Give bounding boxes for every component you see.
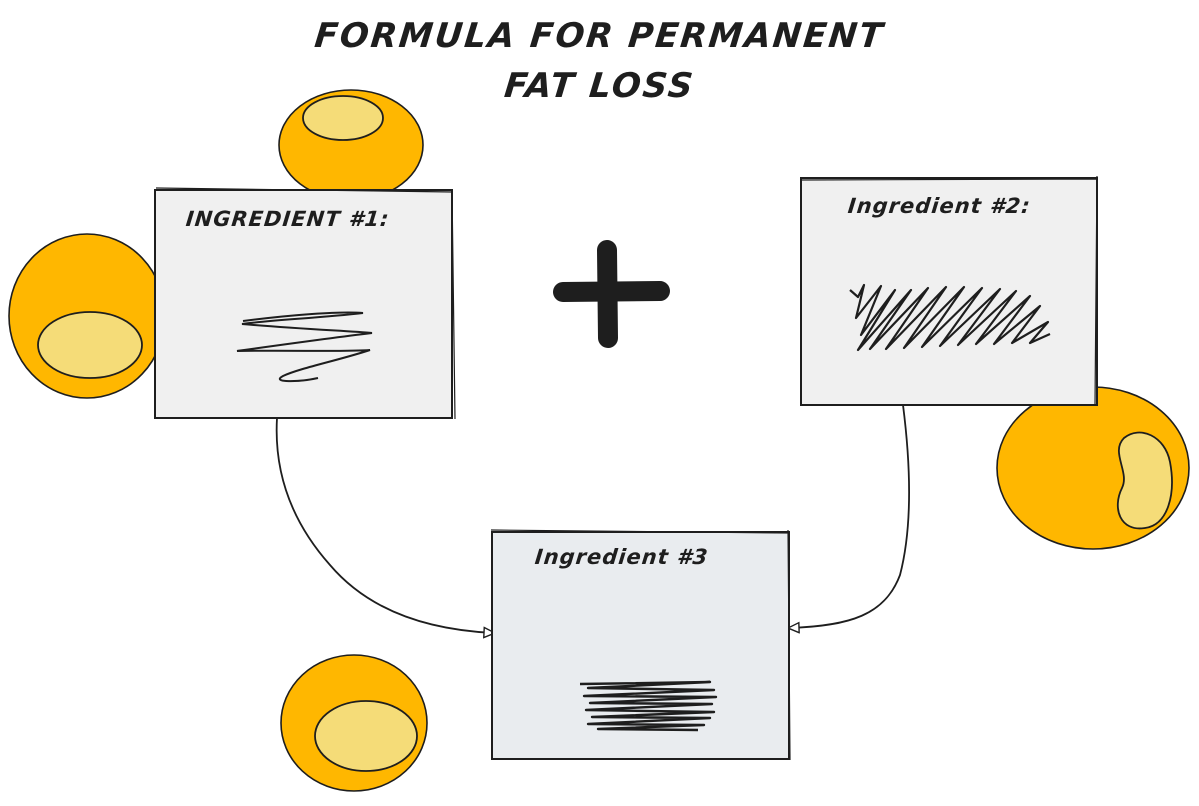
ingredient-card-3: [490, 529, 791, 761]
ingredient-3-label: Ingredient #3: [533, 545, 710, 569]
ingredient-card-2: [799, 175, 1098, 406]
diagram-title-line-1: FORMULA FOR PERMANENT: [312, 16, 887, 56]
ingredient-card-1: [154, 187, 456, 420]
ingredient-2-label: Ingredient #2:: [846, 194, 1033, 218]
blob-right: [996, 386, 1190, 550]
blob-left: [8, 233, 166, 399]
arrow-ingredient2-to-ingredient3: [789, 404, 910, 628]
blob-top: [278, 89, 424, 201]
scribble-1: [236, 311, 373, 383]
diagram-title-line-2: FAT LOSS: [502, 66, 697, 106]
scribble-2: [849, 283, 1051, 352]
scribble-3: [579, 680, 718, 732]
arrow-ingredient1-to-ingredient3: [275, 417, 494, 633]
ingredient-1-label: INGREDIENT #1:: [184, 207, 391, 231]
plus-icon: [553, 240, 670, 348]
blob-bottom: [280, 654, 428, 792]
